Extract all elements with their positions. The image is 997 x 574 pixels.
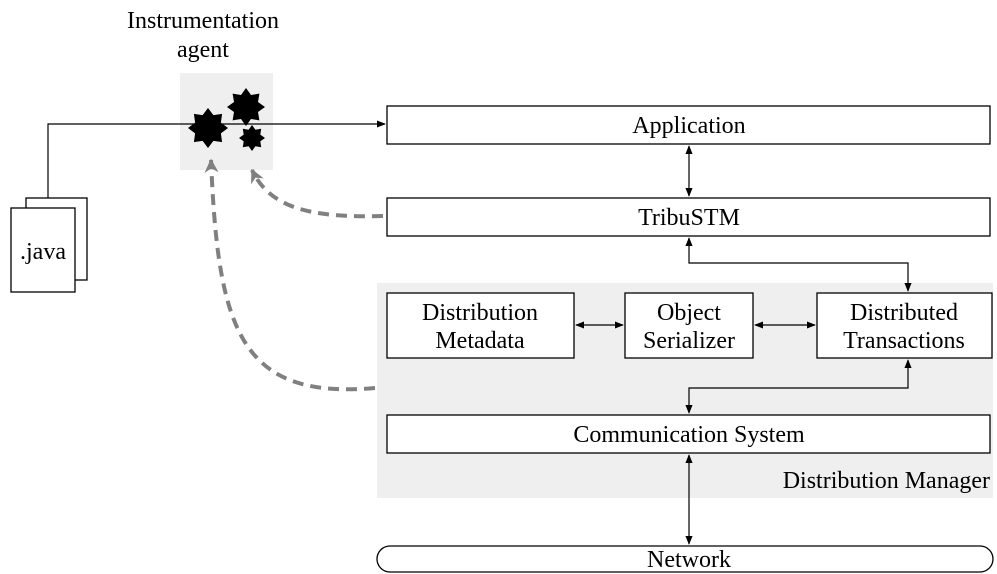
distribution-metadata-label-line1: Distribution bbox=[422, 300, 538, 326]
communication-system-box bbox=[386, 414, 991, 454]
tribustm-label: TribuSTM bbox=[638, 205, 740, 231]
gear-cluster-icon bbox=[188, 88, 265, 151]
network-box bbox=[376, 545, 994, 573]
transactions-communication-arrow bbox=[685, 359, 912, 414]
tribustm-instrumentation-dashed-arrow bbox=[250, 168, 384, 219]
gear-icon bbox=[188, 108, 228, 148]
agent-title-line1: Instrumentation bbox=[127, 8, 279, 34]
distributed-transactions-label-line2: Transactions bbox=[843, 328, 965, 354]
object-serializer-box bbox=[624, 292, 754, 359]
distributed-transactions-label-line1: Distributed bbox=[850, 300, 958, 326]
agent-shade bbox=[180, 73, 273, 170]
instrumentation-flow-arrow bbox=[47, 120, 386, 198]
distribution-manager-label: Distribution Manager bbox=[783, 468, 990, 494]
distribution-manager-instrumentation-dashed-arrow bbox=[204, 158, 376, 392]
java-file-label: .java bbox=[20, 239, 66, 265]
tribustm-transactions-arrow bbox=[685, 237, 912, 292]
java-file-icon bbox=[10, 197, 88, 293]
object-serializer-label-line1: Object bbox=[657, 300, 721, 326]
agent-title-line2: agent bbox=[177, 37, 229, 63]
application-box bbox=[386, 105, 991, 145]
object-serializer-label-line2: Serializer bbox=[643, 328, 735, 354]
distributed-transactions-box bbox=[816, 292, 993, 359]
communication-system-label: Communication System bbox=[573, 422, 805, 448]
distribution-metadata-label-line2: Metadata bbox=[435, 328, 525, 354]
network-label: Network bbox=[647, 547, 731, 573]
gear-icon bbox=[227, 88, 265, 126]
gear-icon bbox=[239, 125, 265, 151]
distribution-metadata-box bbox=[386, 292, 575, 359]
application-label: Application bbox=[632, 113, 745, 139]
tribustm-box bbox=[386, 197, 991, 237]
